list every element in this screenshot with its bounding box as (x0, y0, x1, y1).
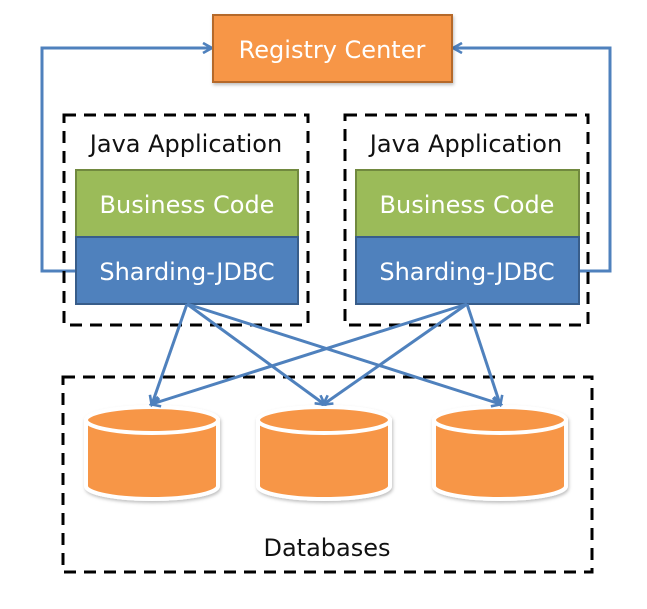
business-code-label: Business Code (380, 191, 555, 219)
databases-label: Databases (263, 534, 390, 562)
database-body (84, 418, 220, 501)
registry-center-label: Registry Center (239, 36, 426, 64)
databases-group: Databases (61, 375, 594, 574)
database-body (256, 418, 392, 501)
database-top (256, 405, 392, 435)
database-cylinder (432, 405, 568, 501)
connection-arrow-app-1-db-0 (152, 302, 468, 404)
sharding-jdbc-block (355, 236, 580, 305)
database-cylinder (84, 405, 220, 501)
java-application-title: Java Application (88, 130, 282, 158)
connection-arrow-app-0-db-0 (152, 303, 189, 404)
registry-center: Registry Center (212, 14, 453, 83)
database-cylinder (256, 405, 392, 501)
sharding-jdbc-label: Sharding-JDBC (379, 258, 554, 286)
registry-connector-right (454, 48, 612, 273)
business-code-block (355, 169, 580, 238)
business-code-label: Business Code (100, 191, 275, 219)
java-application-boundary (62, 113, 310, 327)
java-application-title: Java Application (368, 130, 562, 158)
sharding-jdbc-block (75, 236, 299, 305)
database-body (432, 418, 568, 501)
business-code-block (75, 169, 299, 238)
database-top (84, 405, 220, 435)
connection-arrow-app-1-db-1 (324, 302, 468, 404)
database-top (432, 405, 568, 435)
java-application-boundary (343, 113, 590, 327)
connection-arrow-app-1-db-2 (465, 303, 500, 404)
databases-boundary (61, 375, 594, 574)
registry-connector-left (40, 48, 211, 273)
connection-arrow-app-0-db-2 (186, 302, 500, 404)
sharding-jdbc-label: Sharding-JDBC (99, 258, 274, 286)
java-application-right: Java Application Business Code Sharding-… (343, 113, 590, 327)
java-application-left: Java Application Business Code Sharding-… (62, 113, 310, 327)
connection-arrow-app-0-db-1 (186, 302, 324, 404)
